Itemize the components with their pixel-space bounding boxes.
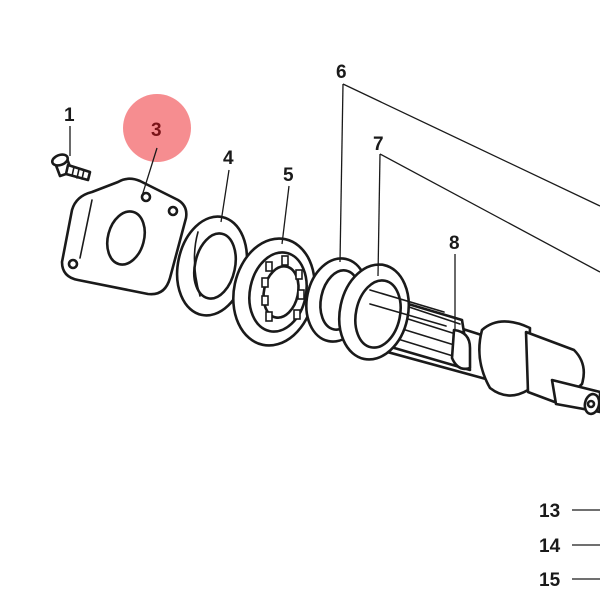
- callout-3: 3: [151, 120, 162, 141]
- callout-1: 1: [64, 105, 75, 126]
- callout-13: 13: [539, 501, 560, 522]
- highlight-marker: [123, 94, 191, 162]
- callout-5: 5: [283, 165, 294, 186]
- part-7-sleeve: [337, 263, 447, 361]
- callout-6: 6: [336, 62, 347, 83]
- callout-8: 8: [449, 233, 460, 254]
- part-3-flange: [60, 177, 188, 296]
- callout-7: 7: [373, 134, 384, 155]
- part-8-shaft: [370, 293, 600, 416]
- part-5-bearing: [231, 237, 317, 347]
- callout-15: 15: [539, 570, 561, 591]
- leader-lines: [69, 83, 600, 580]
- callout-14: 14: [539, 536, 561, 557]
- part-4-seal: [175, 215, 249, 317]
- callout-4: 4: [223, 148, 234, 169]
- part-1-screw: [50, 153, 92, 182]
